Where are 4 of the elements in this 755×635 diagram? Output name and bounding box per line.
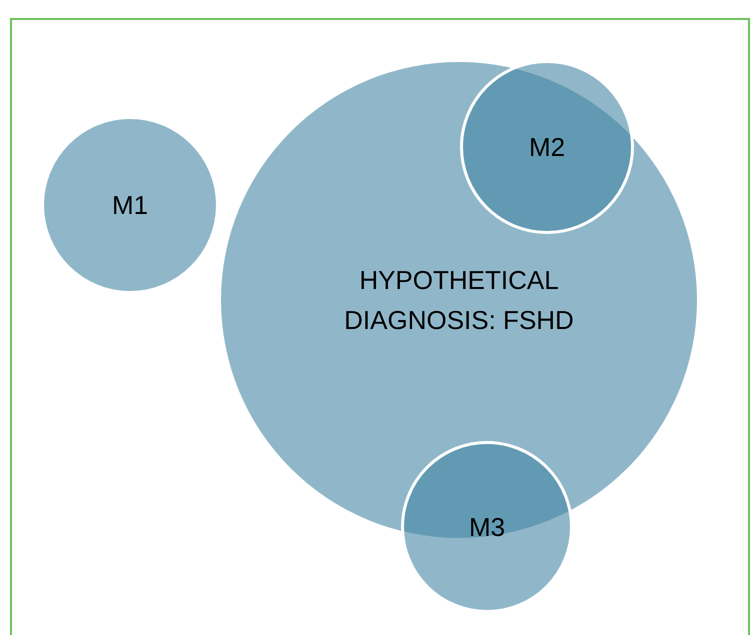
circle-label: HYPOTHETICAL DIAGNOSIS: FSHD [343,264,575,337]
circle-label: M3 [468,511,506,544]
circle-label: M1 [112,189,148,222]
circle-label: M2 [528,131,566,164]
